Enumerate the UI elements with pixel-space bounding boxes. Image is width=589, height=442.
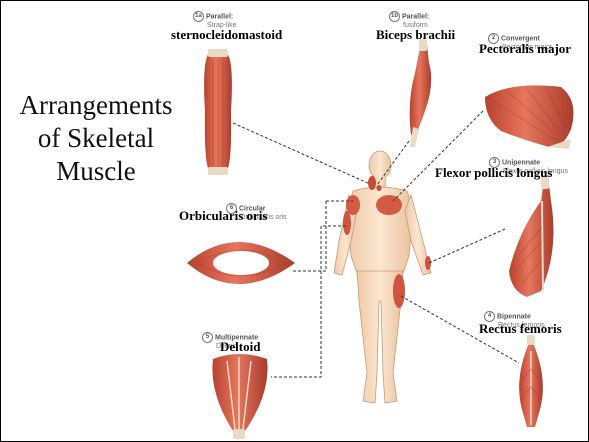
convergent-muscle-illustration xyxy=(485,85,573,149)
multipennate-muscle-illustration xyxy=(212,354,267,439)
human-figure xyxy=(334,151,431,403)
plate-kind: Parallel: xyxy=(402,13,429,20)
title-line-2: of Skeletal xyxy=(11,122,181,155)
circular-muscle-illustration xyxy=(187,242,295,284)
title-line-1: Arrangements xyxy=(11,89,181,122)
bipennate-muscle-illustration xyxy=(519,335,543,427)
slide-title: Arrangements of Skeletal Muscle xyxy=(11,89,181,188)
title-line-3: Muscle xyxy=(11,155,181,188)
label-orbicularis-oris: Orbicularis oris xyxy=(179,208,267,224)
plate-kind: Bipennate xyxy=(497,313,531,320)
plate-number: 1a xyxy=(193,11,204,22)
fusiform-muscle-illustration xyxy=(410,39,432,147)
label-flexor-pollicis-longus: Flexor pollicis longus xyxy=(435,165,553,181)
strap-muscle-illustration xyxy=(204,49,232,175)
label-deltoid: Deltoid xyxy=(220,339,260,355)
plate-kind: Parallel: xyxy=(206,13,233,20)
label-biceps-brachii: Biceps brachii xyxy=(376,27,455,43)
label-pectoralis-major: Pectoralis major xyxy=(479,41,571,57)
plate-number: 1b xyxy=(389,11,400,22)
label-sternocleidomastoid: sternocleidomastoid xyxy=(171,27,282,43)
label-rectus-femoris: Rectus femoris xyxy=(479,321,562,337)
plate-number: 5 xyxy=(202,332,213,343)
unipennate-muscle-illustration xyxy=(509,175,553,297)
